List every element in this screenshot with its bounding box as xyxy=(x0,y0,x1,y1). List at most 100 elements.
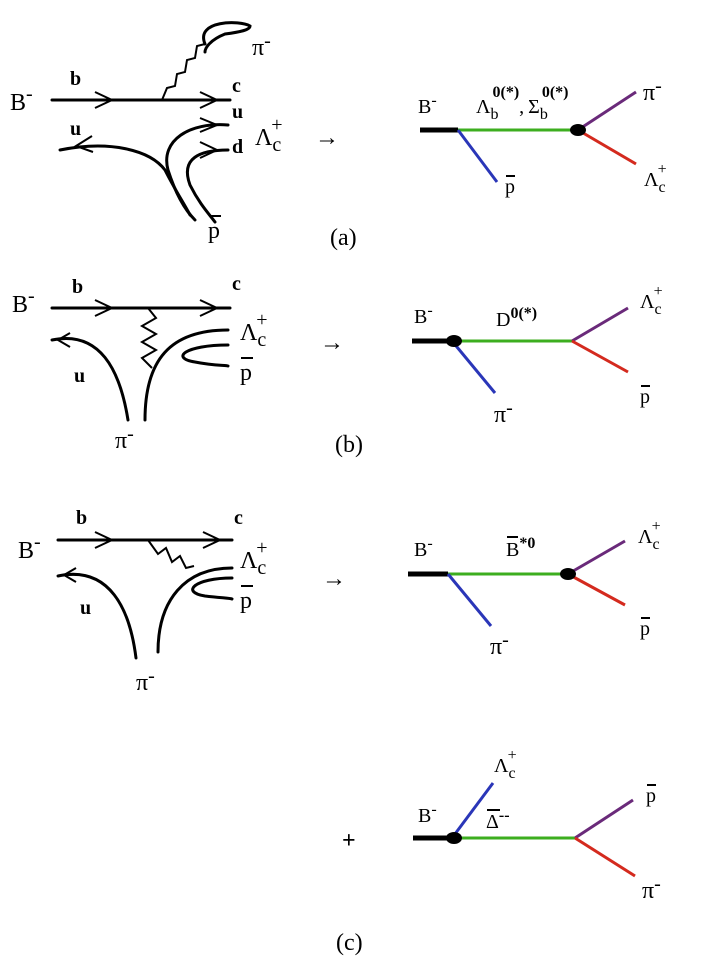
panel-b-quark-diagram: b c u B- Λc+ p π- xyxy=(12,273,268,454)
panel-b: b c u B- Λc+ p π- → B- D0(*) π- Λc+ p (b… xyxy=(12,273,663,458)
panel-b-hadron-diagram: B- D0(*) π- Λc+ p xyxy=(412,283,663,428)
w-boson-line xyxy=(147,539,195,570)
lambda-line xyxy=(143,328,230,422)
panel-c-quark-diagram: b c u B- Λc+ p π- xyxy=(18,507,268,696)
plus-sign: + xyxy=(342,828,356,854)
pion-line xyxy=(446,573,493,627)
process-arrow-c: → xyxy=(322,566,346,592)
label-pbar: p xyxy=(240,588,252,614)
d-quark-line xyxy=(186,148,230,224)
label-pi-minus: π- xyxy=(115,423,134,454)
label-u: u xyxy=(74,365,85,387)
label-u-low: u xyxy=(70,118,81,140)
label-pbar: p xyxy=(640,618,650,640)
label-lambda-c: Λc+ xyxy=(638,518,661,553)
caption-c: (c) xyxy=(336,930,363,956)
u-quark-arrow xyxy=(62,567,77,583)
label-lambda-c: Λc+ xyxy=(494,747,517,782)
label-pi-minus: π- xyxy=(643,75,662,106)
label-lambda-c: Λc+ xyxy=(644,161,667,196)
label-b-minus: B- xyxy=(18,531,41,564)
c-quark-arrow xyxy=(199,299,220,317)
u-arrow xyxy=(199,117,220,133)
lambda-line xyxy=(156,566,234,654)
u-to-lambda-line xyxy=(165,123,230,222)
label-pi-minus: π- xyxy=(136,665,155,696)
w-boson-line xyxy=(139,307,159,369)
u-quark-line xyxy=(50,337,130,422)
pion-loop xyxy=(202,21,252,54)
u-quark-arrow xyxy=(73,135,94,153)
process-arrow-a: → xyxy=(315,125,339,151)
inner-loop xyxy=(181,343,230,368)
label-c: c xyxy=(234,507,243,529)
panel-a: b c u d u B- π- Λc+ p → B- Λb0(*),Σb0(*)… xyxy=(10,21,667,251)
label-lambda-c: Λc+ xyxy=(640,283,663,318)
pbar-line xyxy=(456,129,499,183)
lambda-line xyxy=(577,128,637,166)
label-b-minus: B- xyxy=(12,285,35,318)
caption-b: (b) xyxy=(335,432,363,458)
vertex-dot xyxy=(446,832,462,844)
b-quark-arrow xyxy=(94,531,115,549)
label-b: b xyxy=(72,276,83,298)
caption-a: (a) xyxy=(330,225,357,251)
label-lambda-c: Λc+ xyxy=(240,537,268,579)
panel-c-hadron-diagram-2: B- Λc+ Δ-- p π- xyxy=(413,747,661,904)
label-b: b xyxy=(76,507,87,529)
pbar-line xyxy=(567,572,626,607)
label-lambda-c: Λc+ xyxy=(255,114,283,156)
label-resonances: Λb0(*),Σb0(*) xyxy=(476,84,568,123)
label-d: d xyxy=(232,136,243,158)
process-arrow-b: → xyxy=(320,330,344,356)
label-pi-minus: π- xyxy=(494,397,513,428)
label-b: b xyxy=(70,68,81,90)
label-b-minus: B- xyxy=(414,535,433,561)
u-quark-arrow xyxy=(56,332,71,348)
label-pbar: p xyxy=(640,386,650,408)
label-pbar: p xyxy=(240,360,252,386)
c-quark-arrow xyxy=(202,531,223,549)
panel-a-hadron-diagram: B- Λb0(*),Σb0(*) π- Λc+ p xyxy=(418,75,667,198)
label-b-minus: B- xyxy=(418,801,437,827)
w-boson-line xyxy=(161,43,206,101)
panel-a-quark-diagram: b c u d u B- π- Λc+ p xyxy=(10,21,283,244)
b-quark-arrow xyxy=(94,299,115,317)
label-pbar: p xyxy=(505,176,515,198)
vertex-dot xyxy=(446,335,462,347)
lambda-line xyxy=(450,782,495,839)
label-pi-minus: π- xyxy=(490,629,509,660)
label-c: c xyxy=(232,75,241,97)
lambda-line xyxy=(571,306,629,343)
label-b-minus: B- xyxy=(10,83,33,116)
label-pi-minus: π- xyxy=(642,873,661,904)
b-quark-arrow xyxy=(94,91,115,109)
pion-line xyxy=(577,90,637,132)
panel-c-hadron-diagram-1: B- B*0 π- Λc+ p xyxy=(408,518,661,660)
label-c: c xyxy=(232,273,241,295)
pion-line xyxy=(450,340,497,394)
label-u: u xyxy=(80,597,91,619)
u-quark-line xyxy=(56,572,138,660)
label-resonance: B*0 xyxy=(506,535,535,561)
label-b-minus: B- xyxy=(418,92,437,118)
vertex-dot xyxy=(560,568,576,580)
pion-line xyxy=(574,836,636,878)
inner-loop xyxy=(191,576,234,601)
label-b-minus: B- xyxy=(414,302,433,328)
label-lambda-c: Λc+ xyxy=(240,309,268,351)
lambda-line xyxy=(567,539,626,576)
d-arrow xyxy=(199,141,220,159)
label-resonance: D0(*) xyxy=(496,305,537,331)
pbar-line xyxy=(574,798,634,840)
c-quark-arrow xyxy=(199,91,220,109)
label-u-top: u xyxy=(232,101,243,123)
label-pbar: p xyxy=(646,785,656,807)
label-pbar: p xyxy=(208,218,220,244)
label-pi-minus: π- xyxy=(252,30,271,61)
vertex-dot xyxy=(570,124,586,136)
pbar-line xyxy=(571,339,629,374)
panel-c: b c u B- Λc+ p π- → B- B*0 π- Λc+ p + xyxy=(18,507,661,956)
